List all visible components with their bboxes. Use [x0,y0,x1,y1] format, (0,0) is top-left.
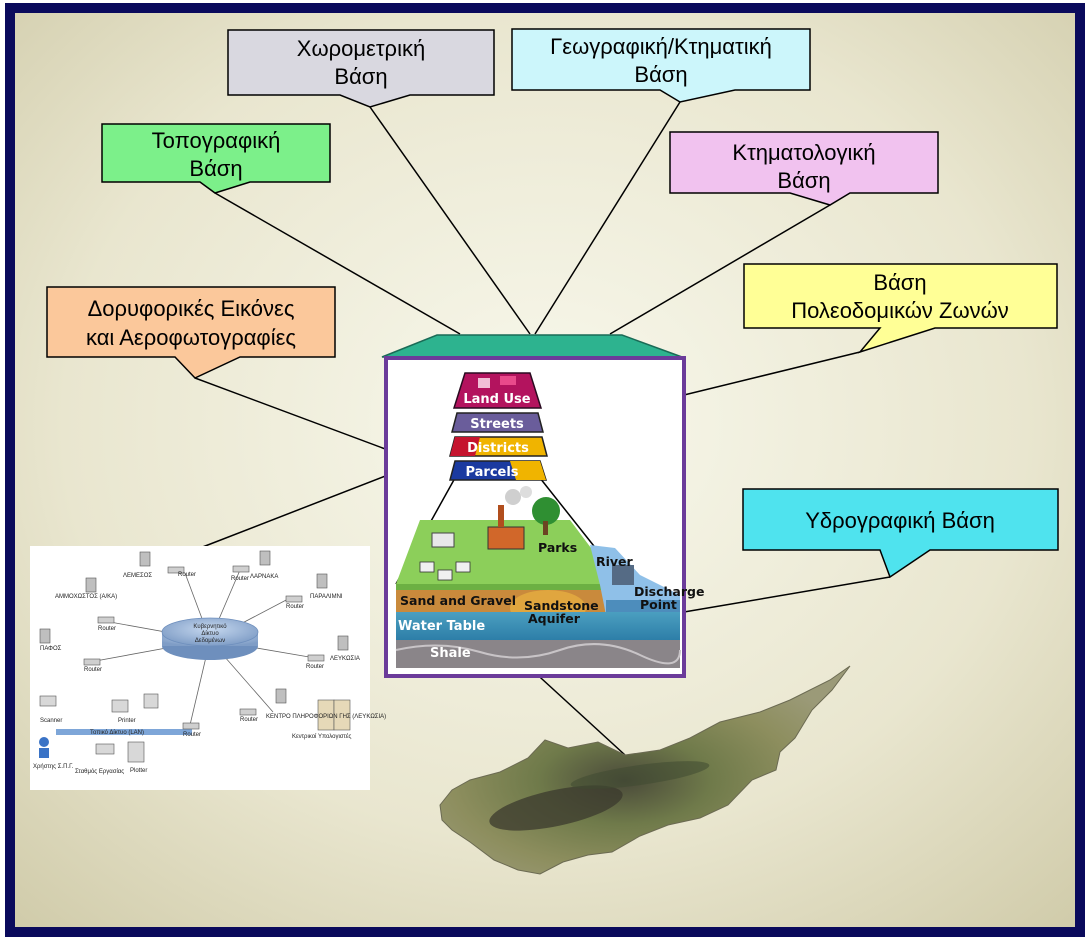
network-center-line2: Δίκτυο [201,631,219,637]
discharge-label-1: Discharge [634,584,704,599]
river-label: River [596,554,634,569]
parks-label: Parks [538,540,577,555]
layer-streets: Streets [451,412,544,433]
callout-satellite-line2: και Αεροφωτογραφίες [86,325,296,350]
water-table-label: Water Table [398,619,485,634]
callout-topographic-line2: Βάση [189,156,242,181]
device-workstation: Σταθμός Εργασίας [75,768,124,775]
layer-districts: Districts [449,436,548,457]
device-gis-user: Χρήστης Σ.Π.Γ. [33,763,74,770]
sandstone-label-2: Aquifer [528,611,581,626]
cyprus-satellite-map [439,665,851,875]
callout-cadastral-base: Κτηματολογική Βάση [669,131,939,206]
router-label-3: Router [286,604,304,610]
callout-cadastral-line2: Βάση [777,168,830,193]
router-label-1: Router [178,572,196,578]
device-printer: Printer [118,718,136,724]
gis-layers-graphic: Land Use Streets Districts Parcels Parks… [381,334,704,678]
layer-districts-label: Districts [467,441,529,456]
layer-streets-label: Streets [470,417,524,432]
connector-lines [194,101,891,756]
router-label-4: Router [98,626,116,632]
node-land-info-center: ΚΕΝΤΡΟ ΠΛΗΡΟΦΟΡΙΩΝ ΓΗΣ (ΛΕΥΚΩΣΙΑ) [266,714,386,720]
callout-zoning-base: Βάση Πολεοδομικών Ζωνών [743,263,1058,354]
layer-parcels-label: Parcels [465,465,518,480]
callout-topographic-base: Τοπογραφική Βάση [101,123,331,194]
callout-topographic-line1: Τοπογραφική [152,128,281,153]
callout-zoning-line1: Βάση [873,270,926,295]
shale-label: Shale [430,646,471,661]
callout-spatial-base: Χωρομετρική Βάση [227,29,495,108]
callout-spatial-line2: Βάση [334,64,387,89]
layer-land-use: Land Use [452,372,543,409]
router-label-8: Router [183,732,201,738]
sand-gravel-label: Sand and Gravel [400,593,516,608]
callout-geographic-line2: Βάση [634,62,687,87]
network-center-line3: Δεδομένων [195,637,225,644]
router-label-5: Router [306,664,324,670]
layer-parcels: Parcels [449,460,548,481]
network-center-line1: Κυβερνητικό [193,623,227,630]
device-scanner: Scanner [40,718,62,724]
callout-geographic-base: Γεωγραφική/Κτηματική Βάση [511,28,811,103]
node-mainframes: Κεντρικοί Υπολογιστές [292,733,352,740]
router-label-7: Router [240,717,258,723]
layer-land-use-label: Land Use [463,392,530,407]
router-label-6: Router [84,667,102,673]
sandstone-label-1: Sandstone [524,598,599,613]
discharge-label-2: Point [640,597,677,612]
node-limassol: ΛΕΜΕΣΟΣ [123,573,152,579]
node-larnaca: ΛΑΡΝΑΚΑ [250,574,278,580]
callout-spatial-line1: Χωρομετρική [297,36,425,61]
callout-hydrographic-label: Υδρογραφική Βάση [805,508,995,533]
callout-geographic-line1: Γεωγραφική/Κτηματική [550,34,772,59]
node-famagusta: ΑΜΜΟΧΩΣΤΟΣ (Α/ΚΑ) [55,594,117,600]
callout-satellite-base: Δορυφορικές Εικόνες και Αεροφωτογραφίες [46,286,336,379]
callout-satellite-line1: Δορυφορικές Εικόνες [88,296,295,321]
node-nicosia: ΛΕΥΚΩΣΙΑ [330,656,360,662]
router-label-2: Router [231,576,249,582]
callout-cadastral-line1: Κτηματολογική [732,140,875,165]
node-paralimni: ΠΑΡΑΛΙΜΝΙ [310,594,343,600]
lan-label: Τοπικό Δίκτυο (LAN) [90,729,144,736]
device-plotter: Plotter [130,768,147,774]
callout-hydrographic-base: Υδρογραφική Βάση [742,488,1059,579]
node-paphos: ΠΑΦΟΣ [40,646,62,652]
network-diagram: Κυβερνητικό Δίκτυο Δεδομένων [30,546,386,790]
callout-zoning-line2: Πολεοδομικών Ζωνών [791,298,1009,323]
